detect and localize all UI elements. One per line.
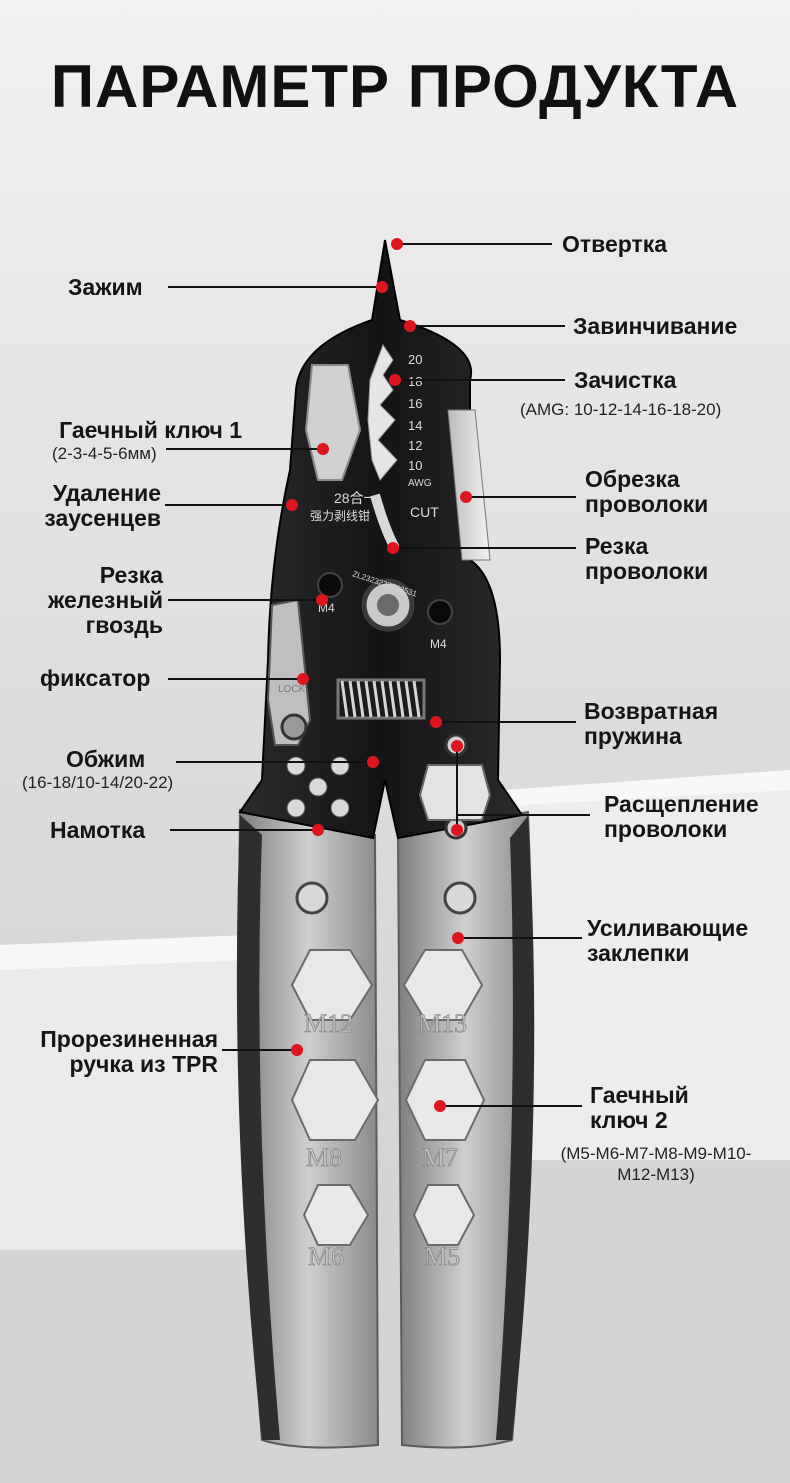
label-pruzhina: Возвратная пружина [584,698,719,749]
chinese-mark-1: 28合一 [334,490,378,506]
label-klyuch1: Гаечный ключ 1 (2-3-4-5-6мм) [52,417,242,464]
wrench-m8: M8 [306,1143,342,1172]
leader-lines [165,243,590,1107]
m4-mark-right: M4 [430,637,447,651]
gauge-20: 20 [408,352,422,367]
gauge-14: 14 [408,418,422,433]
gauge-18: 18 [408,374,422,389]
label-zazhim: Зажим [68,274,143,300]
lock-mark: LOCK [278,684,306,695]
backdrop-block-left [0,935,270,1260]
gauge-12: 12 [408,438,422,453]
label-rasscheplenie: Расщепление проволоки [604,791,759,842]
tool-head [238,239,524,840]
backdrop-block-right [505,770,790,1160]
label-zaklepki: Усиливающие заклепки [587,915,749,966]
chinese-mark-2: 强力剥线钳 [310,509,370,523]
wrench-m12: M12 [304,1009,353,1038]
label-obzhim: Обжим (16-18/10-14/20-22) [22,746,174,793]
label-zausentsy: Удаление заусенцев [44,480,161,531]
page-title: ПАРАМЕТР ПРОДУКТА [50,53,740,120]
wrench-size-markings: M12 M8 M6 M13 M7 M5 [304,1009,468,1272]
label-namotka: Намотка [50,817,146,843]
label-zachistka: Зачистка (AMG: 10-12-14-16-18-20) [520,367,722,420]
gauge-unit: AWG [408,478,432,489]
wrench-m7: M7 [422,1143,458,1172]
label-ruchka: Прорезиненная ручка из TPR [40,1026,218,1077]
label-zavinchivanie: Завинчивание [573,313,738,339]
label-fiksator: фиксатор [40,665,151,691]
callout-dots [286,238,472,1112]
wrench-m13: M13 [418,1009,467,1038]
label-klyuch2: Гаечный ключ 2 (M5-M6-M7-M8-M9-M10-M12-M… [560,1082,752,1185]
gauge-10: 10 [408,458,422,473]
cut-mark: CUT [410,504,439,520]
label-gvozd: Резка железный гвоздь [48,562,163,638]
gauge-16: 16 [408,396,422,411]
label-rezka: Резка проволоки [585,533,709,584]
wrench-m6: M6 [308,1242,344,1271]
wrench-m5: M5 [424,1242,460,1271]
label-otvertka: Отвертка [562,231,668,257]
label-obrezka: Обрезка проволоки [585,466,709,517]
